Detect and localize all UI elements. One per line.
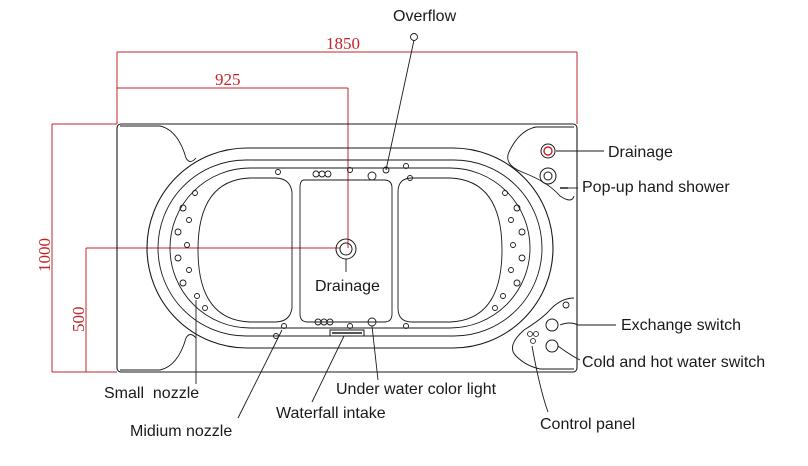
left-seat	[197, 177, 293, 323]
drainage-knob	[540, 143, 556, 159]
label-drainage-panel: Drainage	[608, 144, 673, 161]
label-under-water-light: Under water color light	[336, 381, 497, 398]
label-control-panel: Control panel	[540, 416, 635, 433]
center-drain	[335, 238, 357, 260]
dimension-total-length: 1850	[326, 34, 360, 53]
overflow-hole	[410, 33, 418, 41]
right-seat	[397, 177, 503, 323]
label-waterfall-intake: Waterfall intake	[276, 405, 386, 422]
label-overflow: Overflow	[393, 8, 457, 25]
tub-rim-inner	[169, 167, 531, 329]
tub-rim-outer	[146, 147, 554, 349]
hand-shower-head	[539, 167, 557, 185]
right-deck-panel	[507, 126, 575, 201]
label-small-nozzle: Small nozzle	[104, 385, 199, 402]
control-panel-buttons	[527, 331, 539, 344]
label-exchange-switch: Exchange switch	[621, 317, 741, 334]
label-popup-hand-shower: Pop-up hand shower	[582, 179, 730, 196]
center-panel	[299, 179, 393, 323]
left-deck-curve	[120, 125, 197, 371]
label-cold-hot-switch: Cold and hot water switch	[582, 354, 765, 371]
nozzles	[174, 163, 526, 339]
cold-hot-switch-knob	[545, 339, 559, 353]
leader-lines	[195, 39, 616, 419]
dimension-half-width: 500	[69, 307, 88, 333]
exchange-switch-knob	[545, 301, 570, 332]
label-drainage-center: Drainage	[315, 278, 380, 295]
dimension-total-width: 1000	[35, 238, 54, 272]
dimension-half-length: 925	[215, 70, 241, 89]
label-midium-nozzle: Midium nozzle	[130, 423, 232, 440]
right-deck-lower	[511, 297, 575, 370]
tub-outer-frame	[116, 123, 578, 373]
